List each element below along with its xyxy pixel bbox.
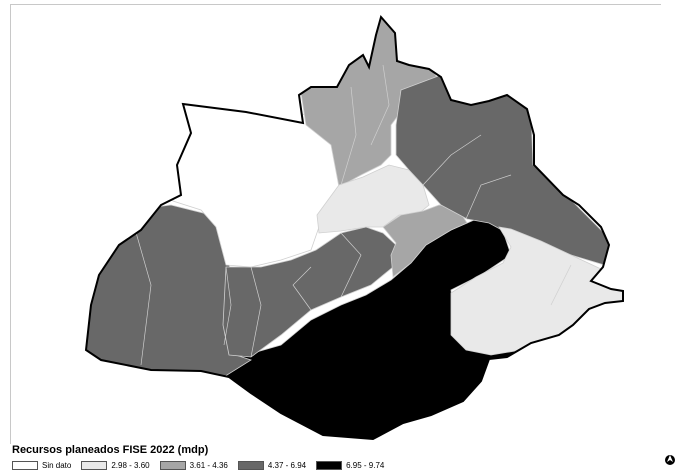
legend-swatch	[159, 460, 186, 470]
legend-label: 3.61 - 4.36	[189, 460, 228, 470]
legend-swatch	[81, 460, 108, 470]
legend-label: 6.95 - 9.74	[346, 460, 385, 470]
state-map	[11, 5, 662, 445]
legend-label: 4.37 - 6.94	[267, 460, 307, 470]
legend-title: Recursos planeados FISE 2022 (mdp)	[12, 444, 209, 456]
map-panel	[10, 4, 662, 445]
legend-item: Sin dato	[12, 460, 72, 470]
legend-label: 2.98 - 3.60	[111, 460, 150, 470]
north-arrow-icon	[665, 455, 675, 465]
legend-swatch	[237, 460, 264, 470]
legend-item: 2.98 - 3.60	[81, 460, 150, 470]
legend-label: Sin dato	[42, 460, 72, 470]
legend: Sin dato 2.98 - 3.60 3.61 - 4.36 4.37 - …	[12, 459, 384, 471]
legend-item: 6.95 - 9.74	[316, 460, 385, 470]
legend-item: 4.37 - 6.94	[237, 460, 307, 470]
legend-swatch	[316, 460, 343, 470]
legend-swatch	[12, 460, 38, 470]
municipal-boundaries	[130, 64, 572, 366]
region-centro-sur	[382, 204, 468, 278]
legend-item: 3.61 - 4.36	[159, 460, 228, 470]
